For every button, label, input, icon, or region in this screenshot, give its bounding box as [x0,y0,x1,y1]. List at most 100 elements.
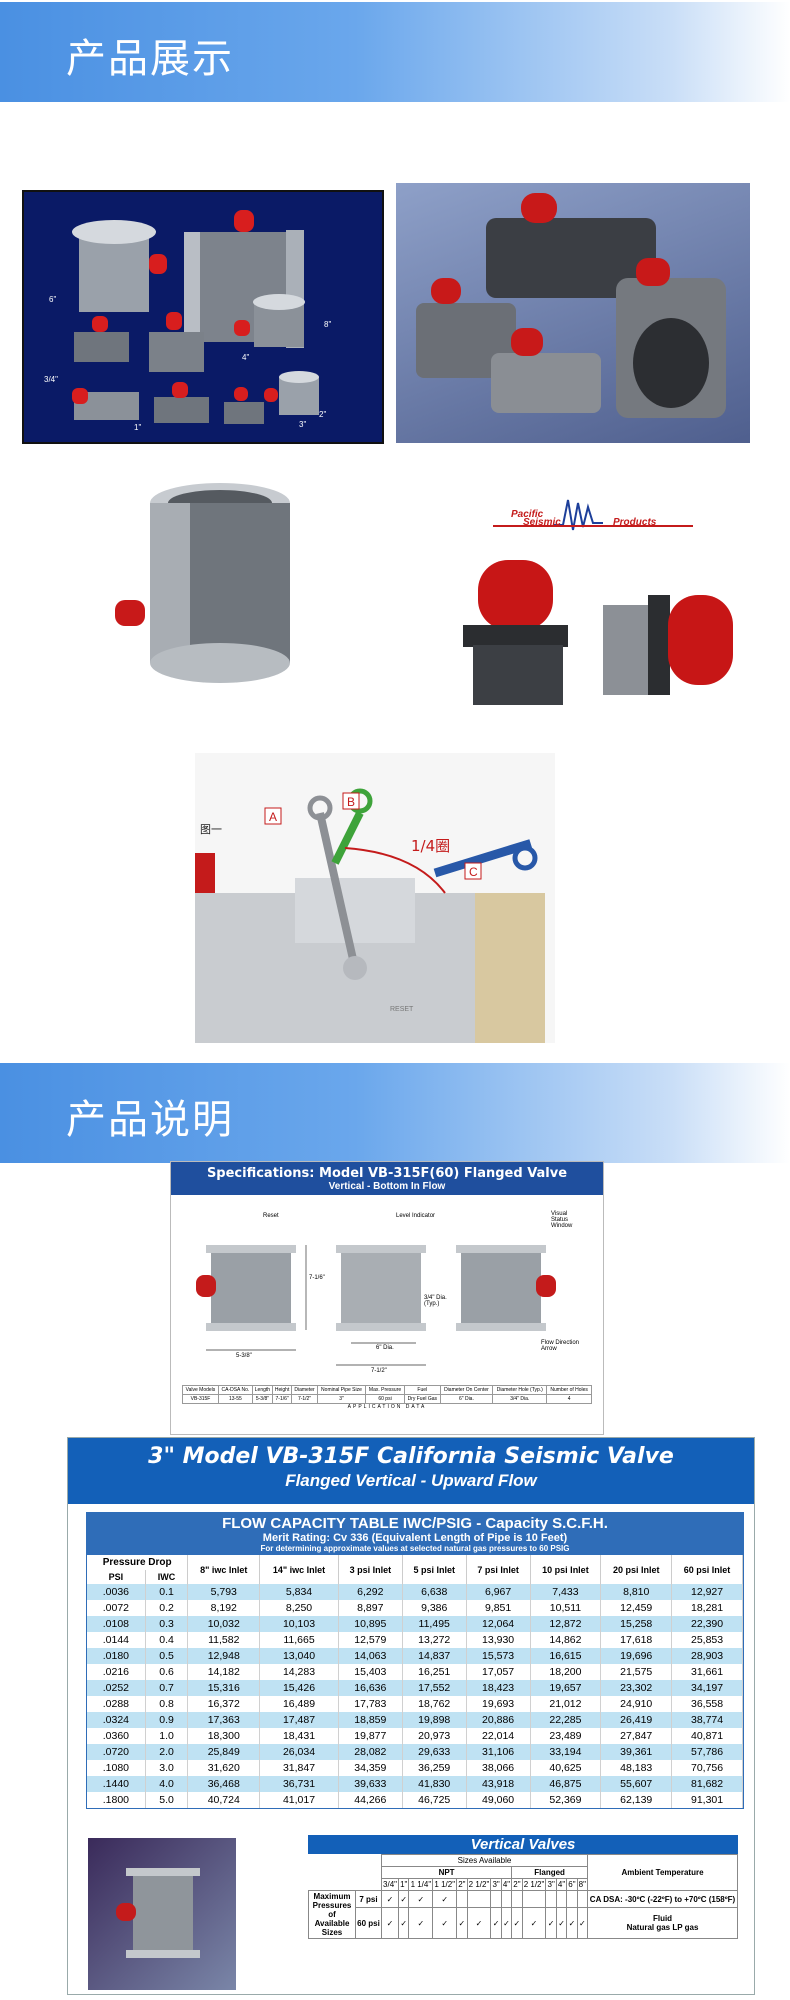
table-cell: 19,693 [466,1696,531,1712]
table-cell: 8,810 [600,1584,673,1600]
flow-capacity-table: FLOW CAPACITY TABLE IWC/PSIG - Capacity … [86,1512,744,1809]
table-cell: 13,272 [402,1632,467,1648]
table-cell: 62,139 [600,1792,673,1808]
table-cell: 25,853 [671,1632,743,1648]
table-cell: 0.9 [145,1712,189,1728]
vertical-valve-thumbnail [88,1838,236,1990]
table-cell: 15,403 [338,1664,403,1680]
table-cell: 16,251 [402,1664,467,1680]
pressure-drop-header: Pressure Drop [87,1555,189,1570]
flow-capacity-header: FLOW CAPACITY TABLE IWC/PSIG - Capacity … [87,1513,743,1555]
table-cell: 15,573 [466,1648,531,1664]
table-cell: 16,636 [338,1680,403,1696]
table-cell: 12,459 [600,1600,673,1616]
table-cell: 7,433 [530,1584,602,1600]
table-cell: 10,511 [530,1600,602,1616]
table-cell: 22,285 [530,1712,602,1728]
table-cell: 24,910 [600,1696,673,1712]
svg-text:Products: Products [613,517,657,528]
svg-text:C: C [469,865,478,879]
table-cell: .1800 [87,1792,146,1808]
table-header-row: PSI IWC [87,1570,743,1584]
table-cell: 0.1 [145,1584,189,1600]
table-cell: 22,014 [466,1728,531,1744]
column-header: 20 psi Inlet [600,1555,673,1584]
table-cell: 18,431 [259,1728,339,1744]
brand-and-valves-photo: Pacific Seismic Products [448,485,738,715]
table-cell: 70,756 [671,1760,743,1776]
table-cell: 81,682 [671,1776,743,1792]
spec-sheet-vb315f60: Specifications: Model VB-315F(60) Flange… [170,1161,604,1435]
flow-sheet-title: 3" Model VB-315F California Seismic Valv… [148,1444,674,1469]
section-banner-description: 产品说明 [0,1063,790,1163]
table-cell: 15,258 [600,1616,673,1632]
table-cell: 12,948 [187,1648,261,1664]
level-indicator-callout: Level Indicator [396,1213,436,1219]
table-cell: 38,066 [466,1760,531,1776]
table-cell: 14,862 [530,1632,602,1648]
table-row: Valve Models CA-DSA No. Length Height Di… [182,1385,592,1395]
column-header: 5 psi Inlet [402,1555,467,1584]
flow-sheet-subtitle: Flanged Vertical - Upward Flow [285,1471,537,1490]
spec-table: Valve Models CA-DSA No. Length Height Di… [182,1385,592,1404]
table-cell: 11,582 [187,1632,261,1648]
table-cell: 4.0 [145,1776,189,1792]
table-cell: .0252 [87,1680,146,1696]
table-cell: 14,182 [187,1664,261,1680]
table-cell: 8,250 [259,1600,339,1616]
table-cell: 25,849 [187,1744,261,1760]
diameter-callout: 3/4" Dia. (Typ.) [424,1295,447,1307]
table-cell: 22,390 [671,1616,743,1632]
table-cell: 29,633 [402,1744,467,1760]
table-cell: 14,837 [402,1648,467,1664]
table-cell: 9,851 [466,1600,531,1616]
table-cell: 34,197 [671,1680,743,1696]
table-cell: 55,607 [600,1776,673,1792]
table-cell: .0720 [87,1744,146,1760]
table-cell: 12,927 [671,1584,743,1600]
length-dimension: 5-3/8" [236,1353,252,1359]
table-cell: 13,040 [259,1648,339,1664]
table-cell: 49,060 [466,1792,531,1808]
svg-text:A: A [269,810,277,824]
table-cell: 16,615 [530,1648,602,1664]
threaded-valves-photo [396,183,750,443]
table-cell: 3.0 [145,1760,189,1776]
table-cell: 34,359 [338,1760,403,1776]
flow-arrow-callout: Flow Direction Arrow [541,1340,580,1352]
flow-table-title: FLOW CAPACITY TABLE IWC/PSIG - Capacity … [222,1515,608,1532]
visual-window-callout: Visual Status Window [551,1211,573,1229]
table-cell: 11,495 [402,1616,467,1632]
table-cell: 20,973 [402,1728,467,1744]
svg-text:Pacific: Pacific [511,509,544,520]
vertical-valves-table: Vertical Valves Sizes Available Ambient … [308,1835,738,1939]
pacific-seismic-logo: Pacific Seismic Products [493,495,693,535]
table-cell: 17,363 [187,1712,261,1728]
table-cell: 38,774 [671,1712,743,1728]
table-cell: 19,696 [600,1648,673,1664]
table-cell: 10,103 [259,1616,339,1632]
diameter-dimension: 6" Dia. [376,1345,394,1351]
table-cell: 18,300 [187,1728,261,1744]
table-cell: 27,847 [600,1728,673,1744]
svg-text:Seismic: Seismic [523,517,561,528]
spec-sheet-header: Specifications: Model VB-315F(60) Flange… [171,1162,603,1195]
table-cell: .0360 [87,1728,146,1744]
iwc-header: IWC [145,1570,189,1584]
column-header: 60 psi Inlet [671,1555,743,1584]
table-cell: 5,793 [187,1584,261,1600]
table-cell: .0144 [87,1632,146,1648]
table-cell: .0180 [87,1648,146,1664]
table-cell: 31,661 [671,1664,743,1680]
table-cell: 57,786 [671,1744,743,1760]
table-cell: 14,063 [338,1648,403,1664]
table-cell: .0036 [87,1584,146,1600]
table-cell: 10,032 [187,1616,261,1632]
svg-text:3": 3" [299,420,306,429]
